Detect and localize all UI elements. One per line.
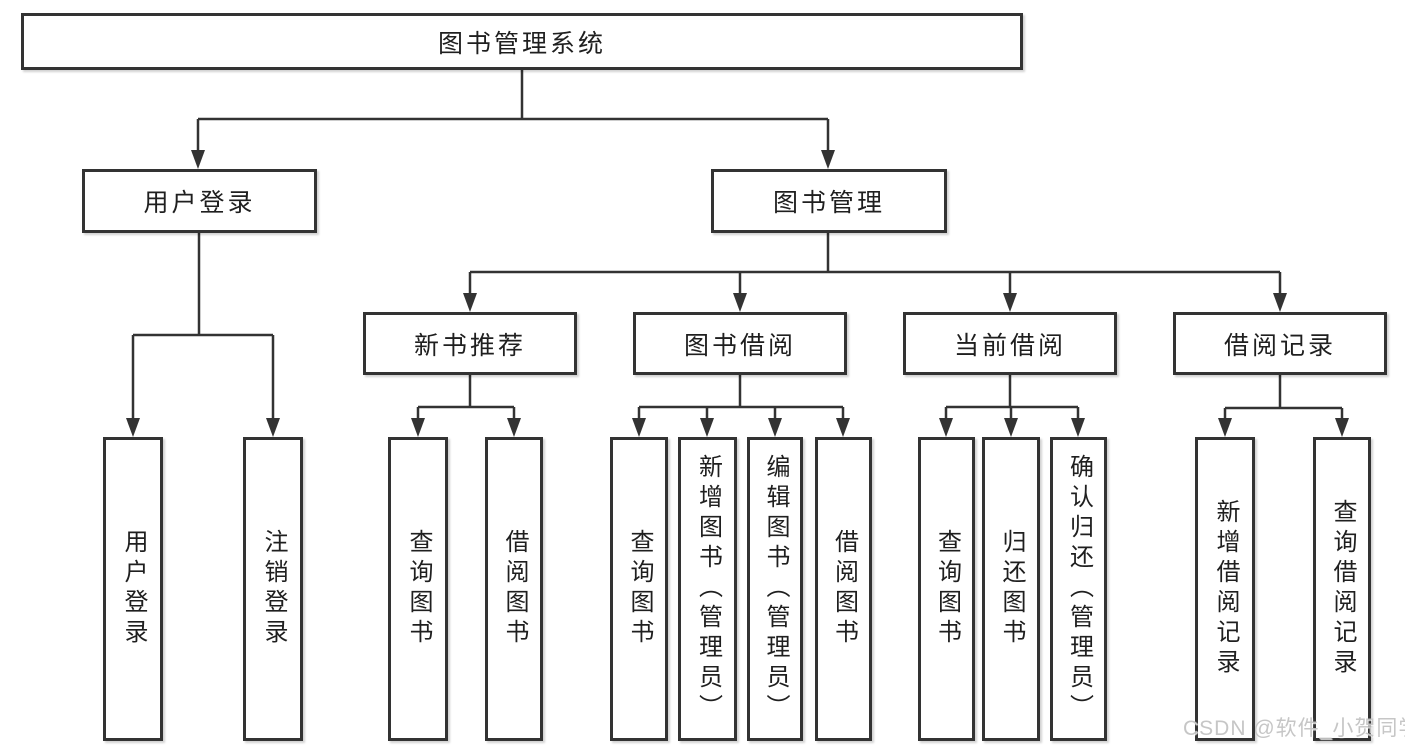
- leaf-label: 新增借阅记录: [1212, 499, 1239, 679]
- leaf-return-books: 归还图书: [982, 437, 1040, 741]
- node-library-management-system: 图书管理系统: [21, 13, 1023, 70]
- leaf-user-login: 用户登录: [103, 437, 163, 741]
- leaf-label: 编辑图书（管理员）: [762, 454, 789, 724]
- node-label: 图书管理系统: [437, 29, 606, 58]
- node-user-login: 用户登录: [82, 169, 317, 233]
- leaf-query-books-current: 查询图书: [918, 437, 975, 741]
- leaf-add-book-admin: 新增图书（管理员）: [678, 437, 737, 741]
- leaf-label: 查询图书: [933, 529, 961, 649]
- node-new-book-recommendation: 新书推荐: [363, 312, 577, 375]
- leaf-confirm-return-admin: 确认归还（管理员）: [1050, 437, 1107, 741]
- node-label: 用户登录: [143, 189, 256, 217]
- node-current-borrowing: 当前借阅: [903, 312, 1117, 375]
- leaf-edit-book-admin: 编辑图书（管理员）: [747, 437, 803, 741]
- node-book-borrowing: 图书借阅: [633, 312, 847, 375]
- leaf-label: 归还图书: [998, 529, 1025, 649]
- node-label: 图书管理: [772, 189, 885, 217]
- leaf-label: 查询借阅记录: [1329, 499, 1356, 679]
- node-label: 图书借阅: [683, 331, 796, 360]
- leaf-label: 借阅图书: [830, 529, 858, 649]
- leaf-label: 用户登录: [120, 529, 147, 649]
- leaf-label: 确认归还（管理员）: [1065, 454, 1093, 724]
- leaf-query-borrow-record: 查询借阅记录: [1313, 437, 1371, 741]
- leaf-add-borrow-record: 新增借阅记录: [1195, 437, 1255, 741]
- leaf-borrow-books-recommend: 借阅图书: [485, 437, 543, 741]
- node-book-management: 图书管理: [711, 169, 947, 233]
- arrowheads: [126, 150, 1349, 437]
- node-borrowing-records: 借阅记录: [1173, 312, 1387, 375]
- leaf-borrow-books-borrowing: 借阅图书: [815, 437, 872, 741]
- leaf-label: 查询图书: [626, 529, 653, 649]
- node-label: 当前借阅: [953, 331, 1066, 360]
- node-label: 借阅记录: [1223, 331, 1336, 360]
- leaf-query-books-recommend: 查询图书: [388, 437, 448, 741]
- leaf-label: 新增图书（管理员）: [694, 454, 722, 724]
- leaf-query-books-borrowing: 查询图书: [610, 437, 668, 741]
- csdn-watermark: CSDN @软件_小贺同学: [1183, 717, 1405, 740]
- leaf-label: 借阅图书: [501, 529, 528, 649]
- leaf-label: 注销登录: [260, 529, 287, 649]
- leaf-label: 查询图书: [405, 529, 432, 649]
- node-label: 新书推荐: [413, 331, 526, 360]
- leaf-logout-login: 注销登录: [243, 437, 303, 741]
